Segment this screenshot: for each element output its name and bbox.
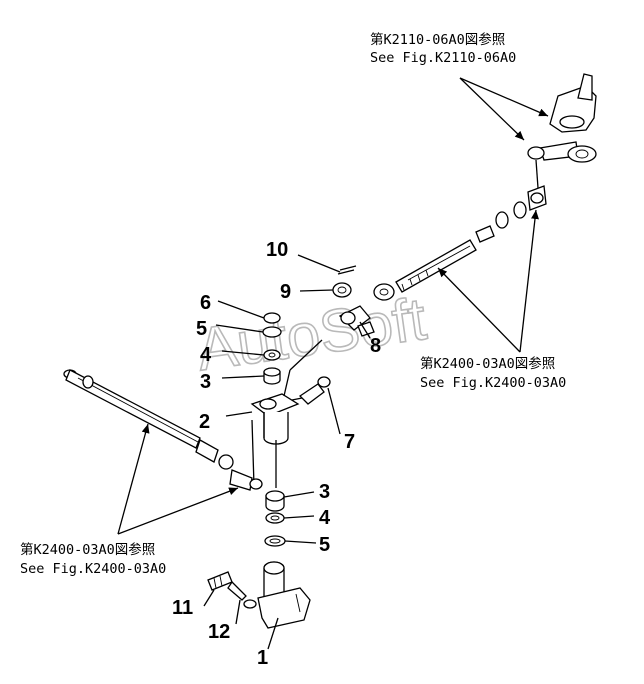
bracket-2	[250, 339, 323, 445]
upper-lever-assembly	[527, 73, 597, 211]
callout-5-lower: 5	[319, 534, 330, 556]
callout-1: 1	[257, 647, 268, 669]
ref-left-jp: 第K2400-03A0図参照	[20, 541, 155, 558]
upper-control-rod	[373, 201, 527, 301]
ref-left-en: See Fig.K2400-03A0	[20, 561, 166, 577]
callout-7: 7	[344, 431, 355, 453]
watermark: AutoSoft	[193, 285, 431, 383]
callout-4-upper: 4	[200, 344, 212, 366]
callout-3-upper: 3	[200, 371, 211, 393]
bolt-11-washer-12	[207, 571, 247, 601]
ref-top-jp: 第K2110-06A0図参照	[370, 31, 505, 48]
callout-labels: 1 2 3 3 4 4 5 5 6 7 8 9 10 11 12	[172, 239, 381, 669]
callout-3-lower: 3	[319, 481, 330, 503]
lower-control-rod	[63, 369, 263, 491]
callout-12: 12	[208, 621, 230, 643]
upper-washer-stack	[262, 312, 282, 385]
reference-arrows	[117, 77, 549, 535]
leader-lines	[203, 254, 371, 650]
callout-9: 9	[280, 281, 291, 303]
callout-6: 6	[200, 292, 211, 314]
callout-2: 2	[199, 411, 210, 433]
ref-top-en: See Fig.K2110-06A0	[370, 50, 516, 66]
callout-10: 10	[266, 239, 288, 261]
fitting-7	[291, 376, 331, 405]
lever-1	[243, 561, 311, 629]
callout-8: 8	[370, 335, 381, 357]
callout-11: 11	[172, 597, 193, 619]
lower-washer-stack	[264, 490, 286, 547]
ref-right-jp: 第K2400-03A0図参照	[420, 355, 555, 372]
ref-right-en: See Fig.K2400-03A0	[420, 375, 566, 391]
callout-4-lower: 4	[319, 507, 331, 529]
reference-notes: 第K2110-06A0図参照 See Fig.K2110-06A0 第K2400…	[20, 31, 566, 577]
callout-5-upper: 5	[196, 318, 207, 340]
